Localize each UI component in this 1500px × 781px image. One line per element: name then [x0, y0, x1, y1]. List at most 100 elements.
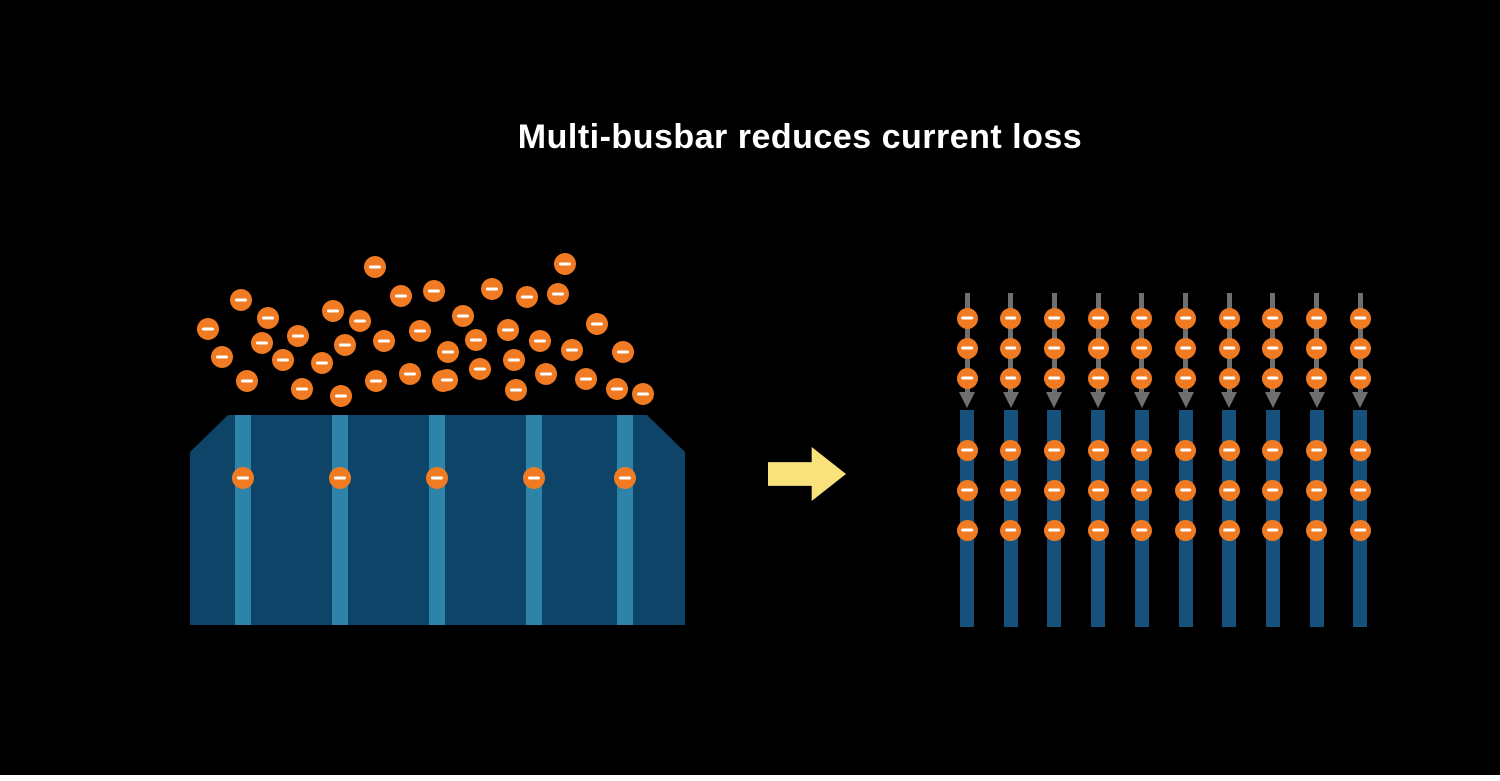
minus-icon [1004, 528, 1017, 532]
minus-icon [1310, 448, 1323, 452]
electron-icon [251, 332, 273, 354]
electron-icon [236, 370, 258, 392]
minus-icon [1267, 376, 1279, 380]
busbar-stripe [429, 415, 445, 625]
electron-icon [311, 352, 333, 374]
electron-icon [1175, 519, 1196, 541]
multi-busbar-bar [1353, 410, 1368, 627]
electron-icon [1218, 519, 1240, 541]
minus-icon [1267, 488, 1279, 492]
electron-icon [1131, 519, 1153, 541]
electron-icon [1349, 367, 1371, 389]
electron-icon [1087, 519, 1109, 541]
minus-icon [1223, 376, 1235, 380]
electron-icon [1043, 439, 1065, 461]
electron-icon [1131, 337, 1153, 359]
minus-icon [533, 339, 547, 343]
minus-icon [1310, 346, 1323, 350]
electron-icon [437, 341, 459, 363]
minus-icon [1136, 316, 1148, 320]
electron-icon [390, 285, 412, 307]
minus-icon [394, 294, 408, 298]
electron-icon [1087, 479, 1109, 501]
minus-icon [276, 358, 290, 362]
electron-icon [399, 363, 421, 385]
minus-icon [961, 528, 973, 532]
minus-icon [334, 394, 348, 398]
minus-icon [1223, 346, 1235, 350]
electron-icon [1218, 307, 1240, 329]
electron-icon [436, 369, 458, 391]
electron-icon [1175, 479, 1196, 501]
electron-icon [1306, 439, 1328, 461]
electron-icon [364, 256, 386, 278]
multi-busbar-bar [1047, 410, 1062, 627]
electron-icon [1087, 307, 1109, 329]
electron-icon [409, 320, 431, 342]
minus-icon [1092, 346, 1104, 350]
electron-icon [322, 300, 344, 322]
minus-icon [1004, 346, 1017, 350]
diagram-title: Multi-busbar reduces current loss [517, 118, 1083, 156]
current-flow-arrowhead-icon [959, 392, 975, 408]
minus-icon [315, 361, 329, 365]
electron-icon [606, 378, 628, 400]
minus-icon [1354, 488, 1367, 492]
minus-icon [579, 377, 593, 381]
minus-icon [469, 338, 483, 342]
minus-icon [440, 378, 454, 382]
busbar-stripe [332, 415, 348, 625]
electron-icon [535, 363, 557, 385]
electron-icon [547, 283, 569, 305]
electron-icon [1349, 337, 1371, 359]
minus-icon [1048, 316, 1061, 320]
minus-icon [333, 476, 347, 480]
electron-icon [1131, 439, 1153, 461]
electron-icon [423, 280, 445, 302]
electron-icon [956, 337, 978, 359]
minus-icon [1179, 448, 1192, 452]
electron-icon [232, 467, 254, 489]
minus-icon [1048, 448, 1061, 452]
electron-icon [465, 329, 487, 351]
electron-icon [1218, 337, 1240, 359]
electron-icon [1262, 439, 1284, 461]
current-flow-arrowhead-icon [1177, 392, 1194, 408]
minus-icon [1310, 488, 1323, 492]
minus-icon [1223, 448, 1235, 452]
minus-icon [507, 358, 521, 362]
minus-icon [501, 328, 515, 332]
multi-busbar-bar [1309, 410, 1324, 627]
current-flow-arrowhead-icon [1308, 392, 1325, 408]
minus-icon [1310, 316, 1323, 320]
minus-icon [636, 392, 650, 396]
minus-icon [1092, 448, 1104, 452]
minus-icon [539, 372, 553, 376]
current-flow-arrowhead-icon [1046, 392, 1063, 408]
electron-icon [1175, 439, 1196, 461]
minus-icon [961, 316, 973, 320]
electron-icon [1043, 519, 1065, 541]
minus-icon [1092, 528, 1104, 532]
transition-arrow-icon [768, 447, 846, 501]
electron-icon [1218, 479, 1240, 501]
electron-icon [469, 358, 491, 380]
minus-icon [368, 265, 382, 269]
minus-icon [1004, 488, 1017, 492]
minus-icon [1092, 316, 1104, 320]
minus-icon [527, 476, 541, 480]
multi-busbar-bar [1134, 410, 1149, 627]
electron-icon [554, 253, 576, 275]
electron-icon [503, 349, 525, 371]
electron-icon [1043, 307, 1065, 329]
minus-icon [520, 295, 534, 299]
electron-icon [291, 378, 313, 400]
electron-icon [272, 349, 294, 371]
electron-icon [529, 330, 551, 352]
minus-icon [353, 319, 367, 323]
electron-icon [1131, 367, 1153, 389]
minus-icon [338, 343, 352, 347]
electron-icon [287, 325, 309, 347]
minus-icon [1136, 488, 1148, 492]
busbar-stripe [526, 415, 542, 625]
